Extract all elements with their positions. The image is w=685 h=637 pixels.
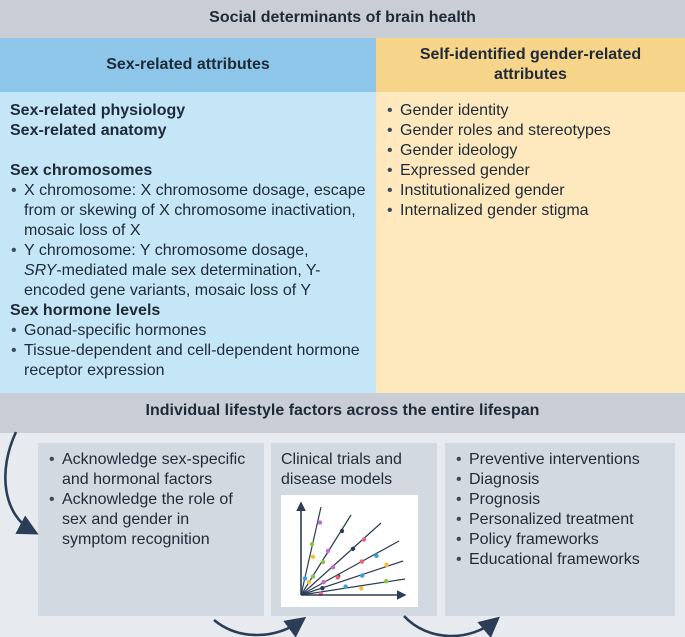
list-item: Gender roles and stereotypes <box>386 121 677 141</box>
lifestyle-band-title: Individual lifestyle factors across the … <box>0 393 685 433</box>
section-chromosomes: Sex chromosomes <box>10 162 153 179</box>
gender-attributes-panel: Gender identity Gender roles and stereot… <box>376 92 685 393</box>
plot-dot <box>320 586 325 591</box>
plot-dot <box>359 586 364 591</box>
curved-arrow-icon <box>213 616 307 637</box>
gender-attributes-header: Self-identified gender-related attribute… <box>376 38 685 92</box>
gender-attributes-title: Self-identified gender-related attribute… <box>419 46 642 83</box>
plot-dot <box>320 559 326 565</box>
plot-dot <box>306 579 312 585</box>
plot-dot <box>310 554 316 559</box>
chromosome-list: X chromosome: X chromosome dosage, escap… <box>10 181 368 301</box>
plot-dot <box>321 580 326 585</box>
clinical-trials-title: Clinical trials and disease models <box>281 451 402 488</box>
plot-dot <box>309 542 315 547</box>
section-physiology: Sex-related physiology <box>10 102 186 119</box>
list-item: Prognosis <box>455 490 667 510</box>
list-item: Tissue-dependent and cell-dependent horm… <box>10 341 368 381</box>
list-item: Acknowledge the role of sex and gender i… <box>48 490 256 550</box>
list-item: Y chromosome: Y chromosome dosage,SRY-me… <box>10 241 368 301</box>
hormone-list: Gonad-specific hormones Tissue-dependent… <box>10 321 368 381</box>
list-item: Acknowledge sex-specific and hormonal fa… <box>48 450 256 490</box>
list-item: Gonad-specific hormones <box>10 321 368 341</box>
plot-dot <box>374 553 379 558</box>
outcomes-box: Preventive interventions Diagnosis Progn… <box>445 443 675 616</box>
list-item: Educational frameworks <box>455 550 667 570</box>
scatter-plot-icon <box>281 495 418 607</box>
plot-dot <box>359 559 364 564</box>
list-item: Preventive interventions <box>455 450 667 470</box>
section-anatomy: Sex-related anatomy <box>10 122 167 139</box>
list-item: Gender ideology <box>386 141 677 161</box>
section-hormones: Sex hormone levels <box>10 302 161 319</box>
acknowledge-list: Acknowledge sex-specific and hormonal fa… <box>48 450 256 550</box>
list-item: X chromosome: X chromosome dosage, escap… <box>10 181 368 241</box>
list-item: Expressed gender <box>386 161 677 181</box>
plot-dot <box>350 546 356 551</box>
list-item: Diagnosis <box>455 470 667 490</box>
plot-dot <box>325 548 331 554</box>
acknowledge-box: Acknowledge sex-specific and hormonal fa… <box>38 443 264 616</box>
curved-arrow-icon <box>403 615 500 637</box>
sex-attributes-panel: Sex-related physiology Sex-related anato… <box>0 92 376 393</box>
trend-line <box>300 522 382 596</box>
plot-dot <box>317 520 323 525</box>
scatter-plot-svg <box>296 501 407 600</box>
plot-dot <box>330 565 336 570</box>
top-band-title: Social determinants of brain health <box>0 0 685 38</box>
list-item: Internalized gender stigma <box>386 201 677 221</box>
sex-attributes-title: Sex-related attributes <box>106 56 270 73</box>
plot-dot <box>310 574 316 579</box>
plot-dot <box>384 579 389 584</box>
plot-dot <box>335 575 340 580</box>
trend-line <box>300 540 400 596</box>
plot-dot <box>302 576 308 581</box>
gender-list: Gender identity Gender roles and stereot… <box>386 101 677 221</box>
sex-attributes-header: Sex-related attributes <box>0 38 376 92</box>
list-item: Gender identity <box>386 101 677 121</box>
list-item: Policy frameworks <box>455 530 667 550</box>
list-item: Institutionalized gender <box>386 181 677 201</box>
plot-dot <box>343 584 348 589</box>
curved-arrow-icon <box>4 431 39 535</box>
plot-dot <box>361 537 367 542</box>
sry-gene: SRY <box>24 262 57 279</box>
plot-dot <box>360 573 365 578</box>
plot-dot <box>339 528 345 534</box>
plot-dot <box>384 562 389 567</box>
list-item: Personalized treatment <box>455 510 667 530</box>
outcomes-list: Preventive interventions Diagnosis Progn… <box>455 450 667 570</box>
